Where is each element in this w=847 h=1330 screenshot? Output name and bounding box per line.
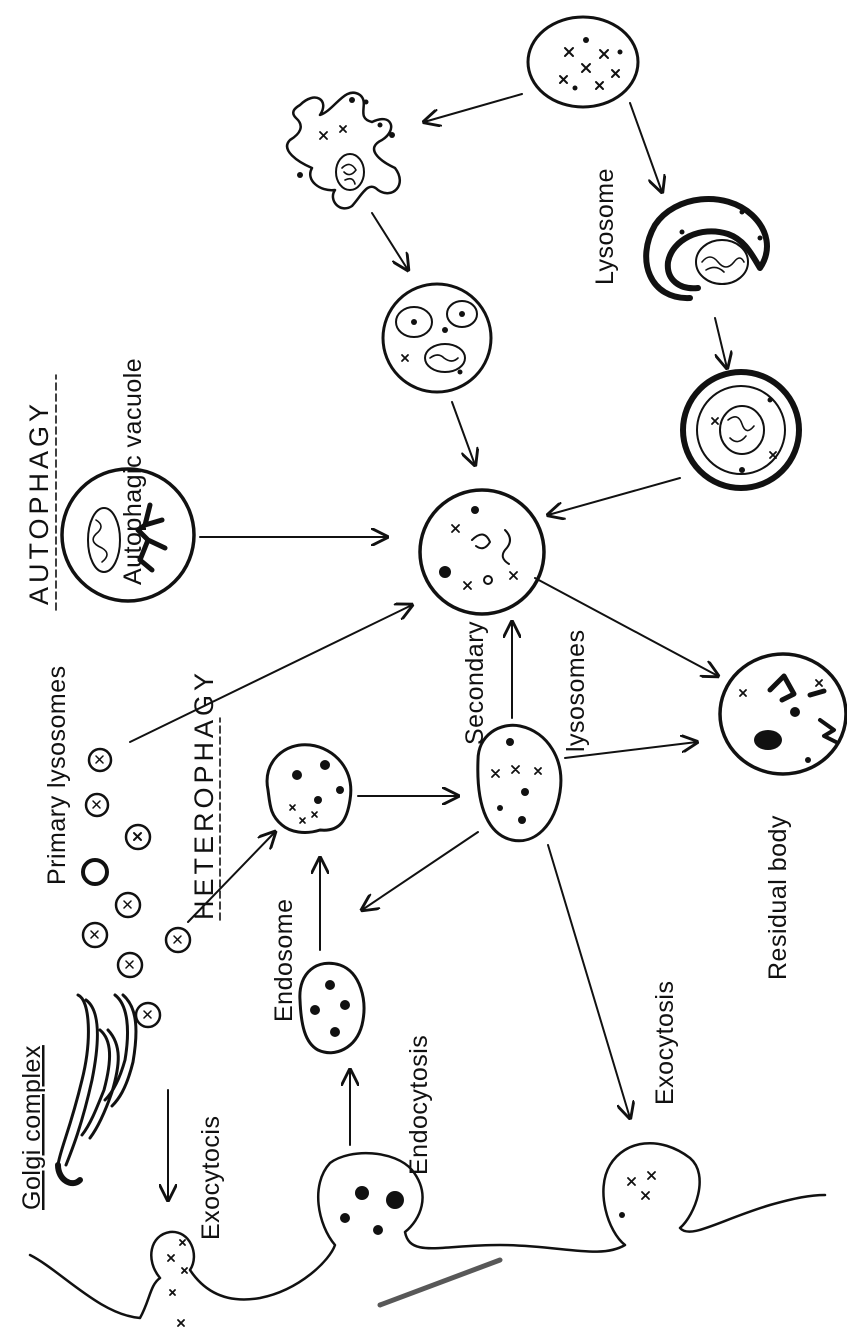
svg-text:Lysosome: Lysosome	[591, 168, 619, 285]
heading-autophagy: AUTOPHAGY	[24, 400, 54, 605]
svg-text:Endosome: Endosome	[270, 898, 298, 1022]
phagocytosing-cell	[287, 93, 400, 209]
arrow-vesicle-to-left	[362, 832, 478, 910]
label-primary-lysosomes: Primary lysosomes	[43, 665, 71, 885]
secondary-lysosome	[420, 490, 544, 614]
label-endocytosis: Endocytosis	[405, 1035, 433, 1175]
label-exocytocis: Exocytocis	[197, 1116, 225, 1240]
arrow-phagosome-to-secondary	[452, 402, 475, 465]
arrows	[130, 94, 727, 1200]
primary-lysosomes	[83, 749, 190, 1027]
svg-text:Endocytosis: Endocytosis	[405, 1035, 433, 1175]
svg-text:Golgi complex: Golgi complex	[18, 1045, 46, 1210]
heterophagic-secondary-vesicle	[478, 725, 561, 840]
label-lysosomes: lysosomes	[562, 629, 590, 752]
endosome	[300, 963, 364, 1053]
engulfing-vacuole	[646, 199, 767, 298]
svg-text:Residual body: Residual body	[764, 815, 792, 980]
label-exocytosis: Exocytosis	[651, 981, 679, 1105]
label-endosome: Endosome	[270, 898, 298, 1022]
lysosome-cell	[528, 17, 638, 107]
svg-text:lysosomes: lysosomes	[562, 629, 590, 752]
label-residual-body: Residual body	[764, 815, 792, 980]
arrow-primary-to-secondary	[130, 605, 412, 742]
golgi-complex	[58, 995, 136, 1183]
arrow-phagocytosis-to-phagosome	[372, 213, 408, 270]
arrow-lysosome-to-engulfing	[630, 103, 662, 192]
svg-text:AUTOPHAGY: AUTOPHAGY	[24, 400, 54, 605]
arrow-lysosome-to-phagocytosis	[424, 94, 522, 122]
arrow-engulfing-to-double-membrane	[715, 318, 727, 368]
svg-text:Primary lysosomes: Primary lysosomes	[43, 665, 71, 885]
svg-text:Secondary: Secondary	[461, 621, 489, 745]
label-lysosome: Lysosome	[591, 168, 619, 285]
heterophagic-vacuole	[267, 745, 351, 833]
arrow-vesicle-to-exocytosis	[548, 845, 630, 1118]
svg-text:Exocytosis: Exocytosis	[651, 981, 679, 1105]
label-golgi-complex: Golgi complex	[18, 1045, 46, 1210]
double-membrane-vacuole	[683, 372, 799, 488]
residual-body	[720, 654, 846, 774]
label-secondary: Secondary	[461, 621, 489, 745]
phagosome-with-organelles	[383, 284, 491, 392]
arrow-double-membrane-to-secondary	[548, 478, 680, 515]
svg-text:Exocytocis: Exocytocis	[197, 1116, 225, 1240]
